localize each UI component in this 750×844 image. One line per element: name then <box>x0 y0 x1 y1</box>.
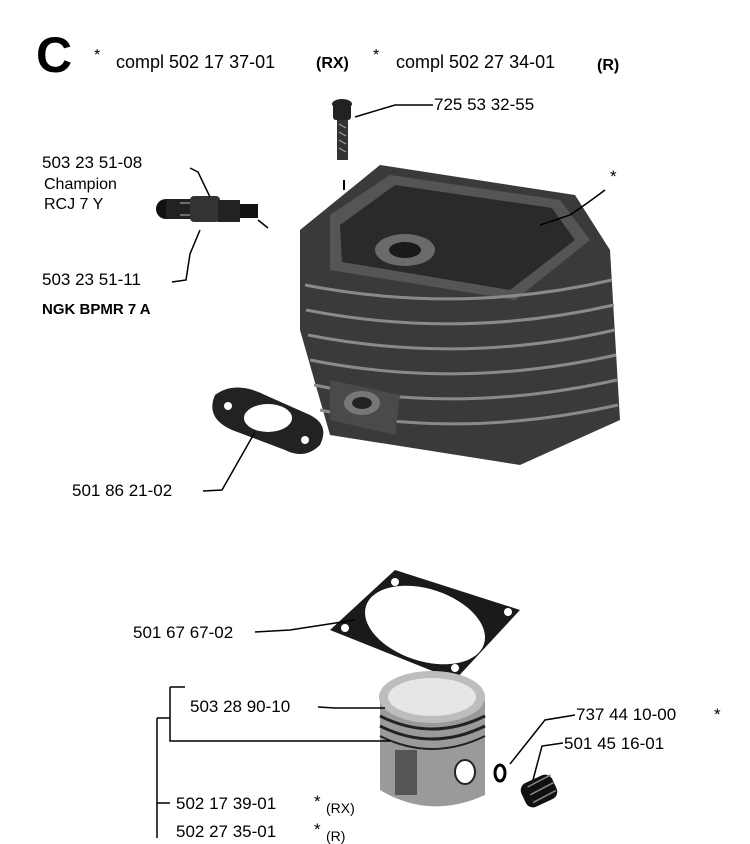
cylinder-bolt-drawing <box>332 99 352 190</box>
header-compl-rx: compl 502 17 37-01 <box>116 52 276 72</box>
label-piston-pin: 501 45 16-01 <box>564 734 665 753</box>
label-spark-plug-champion-no: 503 23 51-08 <box>42 153 143 172</box>
label-piston-r-asterisk: * <box>314 820 321 839</box>
label-spark-plug-ngk-model: NGK BPMR 7 A <box>42 301 151 318</box>
label-circlip-asterisk: * <box>714 705 721 724</box>
label-bolt: 725 53 32-55 <box>434 95 535 114</box>
circlip-drawing <box>493 763 507 783</box>
header-variant-r: (R) <box>597 57 620 74</box>
cylinder-gasket-drawing <box>330 570 520 680</box>
section-letter: C <box>36 27 73 83</box>
label-piston-rx-variant: (RX) <box>326 800 355 816</box>
label-piston-rx-asterisk: * <box>314 792 321 811</box>
leader-lines <box>156 104 606 838</box>
label-spark-plug-champion-model: RCJ 7 Y <box>44 196 104 213</box>
header-asterisk-2: * <box>373 47 380 64</box>
cylinder-drawing <box>300 165 620 465</box>
label-cylinder-gasket: 501 67 67-02 <box>133 623 234 642</box>
header-asterisk-1: * <box>94 47 101 64</box>
piston-pin-drawing <box>520 774 558 808</box>
intake-gasket-drawing <box>212 387 324 454</box>
piston-drawing <box>379 671 486 807</box>
label-intake-gasket: 501 86 21-02 <box>72 481 173 500</box>
label-spark-plug-champion-brand: Champion <box>44 176 117 193</box>
label-piston-ring: 503 28 90-10 <box>190 697 291 716</box>
header-variant-rx: (RX) <box>316 55 349 72</box>
label-cylinder-asterisk: * <box>610 167 617 186</box>
label-piston-r-variant: (R) <box>326 828 346 844</box>
label-spark-plug-ngk-no: 503 23 51-11 <box>42 270 141 289</box>
label-circlip: 737 44 10-00 <box>576 705 677 724</box>
label-piston-rx: 502 17 39-01 <box>176 794 277 813</box>
spark-plug-drawing <box>156 196 269 229</box>
header-compl-r: compl 502 27 34-01 <box>396 52 556 72</box>
label-piston-r: 502 27 35-01 <box>176 822 277 841</box>
